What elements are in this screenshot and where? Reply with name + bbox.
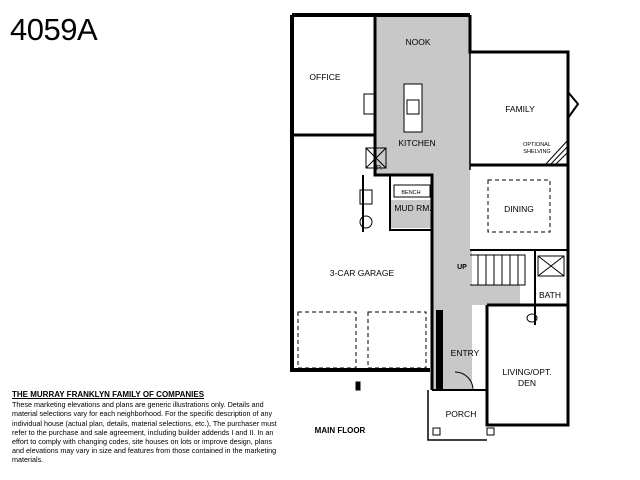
- label-entry: ENTRY: [451, 348, 480, 358]
- label-dining: DINING: [504, 204, 534, 214]
- label-bench: BENCH: [401, 190, 420, 196]
- label-living-2: DEN: [518, 378, 536, 388]
- label-porch: PORCH: [446, 409, 477, 419]
- label-mud-room: MUD RM.: [394, 203, 431, 213]
- label-family: FAMILY: [505, 104, 535, 114]
- label-office: OFFICE: [309, 72, 340, 82]
- plan-id: 4059A: [10, 12, 98, 47]
- disclaimer: THE MURRAY FRANKLYN FAMILY OF COMPANIES …: [12, 390, 282, 465]
- floor-label: MAIN FLOOR: [315, 426, 366, 435]
- label-optional-shelving-2: SHELVING: [523, 149, 550, 155]
- label-living-1: LIVING/OPT.: [502, 367, 551, 377]
- walls: [290, 13, 570, 441]
- fixtures: [297, 83, 580, 436]
- label-stairs-up: UP: [457, 264, 467, 271]
- label-kitchen: KITCHEN: [398, 138, 435, 148]
- room-labels: NOOK OFFICE FAMILY OPTIONAL SHELVING KIT…: [309, 37, 561, 435]
- disclaimer-title: THE MURRAY FRANKLYN FAMILY OF COMPANIES: [12, 390, 205, 399]
- label-pantry: P.: [376, 163, 382, 172]
- label-nook: NOOK: [405, 37, 430, 47]
- label-optional-shelving-1: OPTIONAL: [523, 142, 551, 148]
- label-bath: BATH: [539, 290, 561, 300]
- label-garage: 3-CAR GARAGE: [330, 268, 395, 278]
- disclaimer-body: These marketing elevations and plans are…: [12, 400, 277, 465]
